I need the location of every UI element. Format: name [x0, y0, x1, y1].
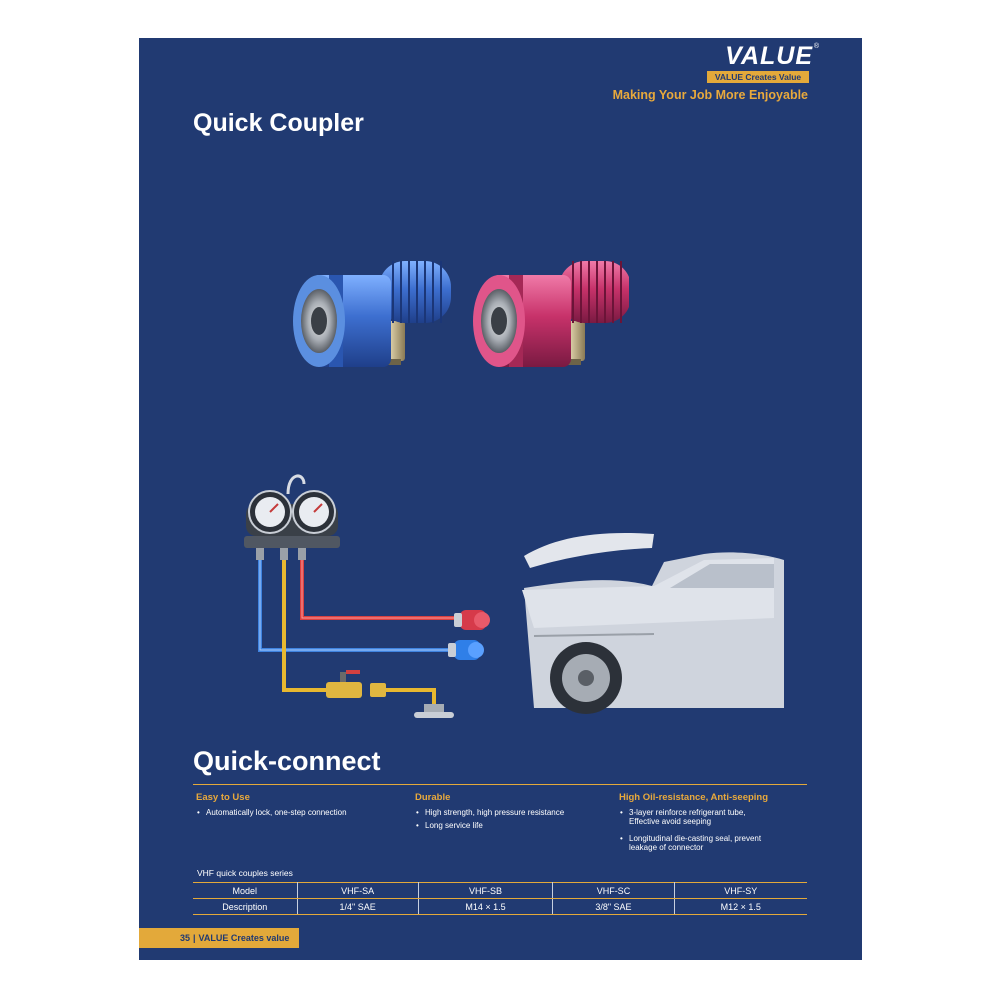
page-title: Quick Coupler: [193, 109, 364, 137]
page-number: 35: [180, 933, 191, 943]
manifold-gauge-icon: [244, 474, 340, 560]
feature-bullet: Automatically lock, one-step connection: [196, 808, 347, 817]
refrigerant-tank-icon: [414, 704, 454, 718]
series-label: VHF quick couples series: [197, 868, 293, 878]
feature-bullet: Longitudinal die-casting seal, prevent l…: [619, 834, 761, 852]
table-cell: Model: [193, 882, 298, 899]
feature-heading-durable: Durable: [415, 792, 451, 803]
feature-bullet: High strength, high pressure resistance: [415, 808, 564, 817]
feature-bullet: 3-layer reinforce refrigerant tube, Effe…: [619, 808, 746, 826]
feature-heading-oil-resistance: High Oil-resistance, Anti-seeping: [619, 792, 769, 803]
car-icon: [522, 532, 784, 714]
bullet-line: Longitudinal die-casting seal, prevent: [629, 834, 762, 843]
catalog-page: VALUE ® VALUE Creates Value Making Your …: [139, 38, 862, 960]
registered-mark: ®: [813, 43, 819, 50]
section-subtitle: Quick-connect: [193, 746, 381, 776]
red-quick-coupler-icon: [473, 261, 629, 367]
bullet-line: Effective avoid seeping: [629, 817, 712, 826]
bullet-line: Long service life: [425, 821, 483, 830]
section-divider: [193, 784, 807, 785]
table-cell: 1/4" SAE: [297, 898, 419, 915]
table-cell: M14 × 1.5: [418, 898, 554, 915]
table-cell: VHF-SY: [674, 882, 807, 899]
bullet-line: 3-layer reinforce refrigerant tube,: [629, 808, 746, 817]
spec-table-row: Description 1/4" SAE M14 × 1.5 3/8" SAE …: [193, 898, 807, 915]
table-cell: VHF-SB: [418, 882, 554, 899]
page-footer: 35|VALUE Creates value: [139, 928, 299, 948]
brand-logo: VALUE ® VALUE Creates Value: [707, 42, 819, 83]
bullet-line: High strength, high pressure resistance: [425, 808, 565, 817]
feature-bullet: Long service life: [415, 821, 483, 830]
blue-quick-coupler-icon: [293, 261, 451, 367]
table-cell: VHF-SC: [552, 882, 675, 899]
table-cell: Description: [193, 898, 298, 915]
bullet-line: Automatically lock, one-step connection: [206, 808, 347, 817]
footer-text: VALUE Creates value: [198, 933, 290, 943]
feature-heading-easy: Easy to Use: [196, 792, 250, 803]
brand-wordmark: VALUE: [725, 42, 813, 70]
footer-separator: |: [193, 933, 196, 943]
table-cell: VHF-SA: [297, 882, 419, 899]
spec-table-row: Model VHF-SA VHF-SB VHF-SC VHF-SY: [193, 882, 807, 899]
usage-illustration: [244, 474, 784, 718]
quick-couplers-photo: [293, 261, 629, 367]
spec-table: Model VHF-SA VHF-SB VHF-SC VHF-SY Descri…: [193, 882, 807, 915]
slogan: Making Your Job More Enjoyable: [612, 88, 808, 102]
red-coupler-small-icon: [454, 610, 490, 630]
table-cell: 3/8" SAE: [552, 898, 675, 915]
brand-tagline: VALUE Creates Value: [707, 71, 809, 83]
blue-coupler-small-icon: [448, 640, 484, 660]
bullet-line: leakage of connector: [629, 843, 704, 852]
table-cell: M12 × 1.5: [674, 898, 807, 915]
